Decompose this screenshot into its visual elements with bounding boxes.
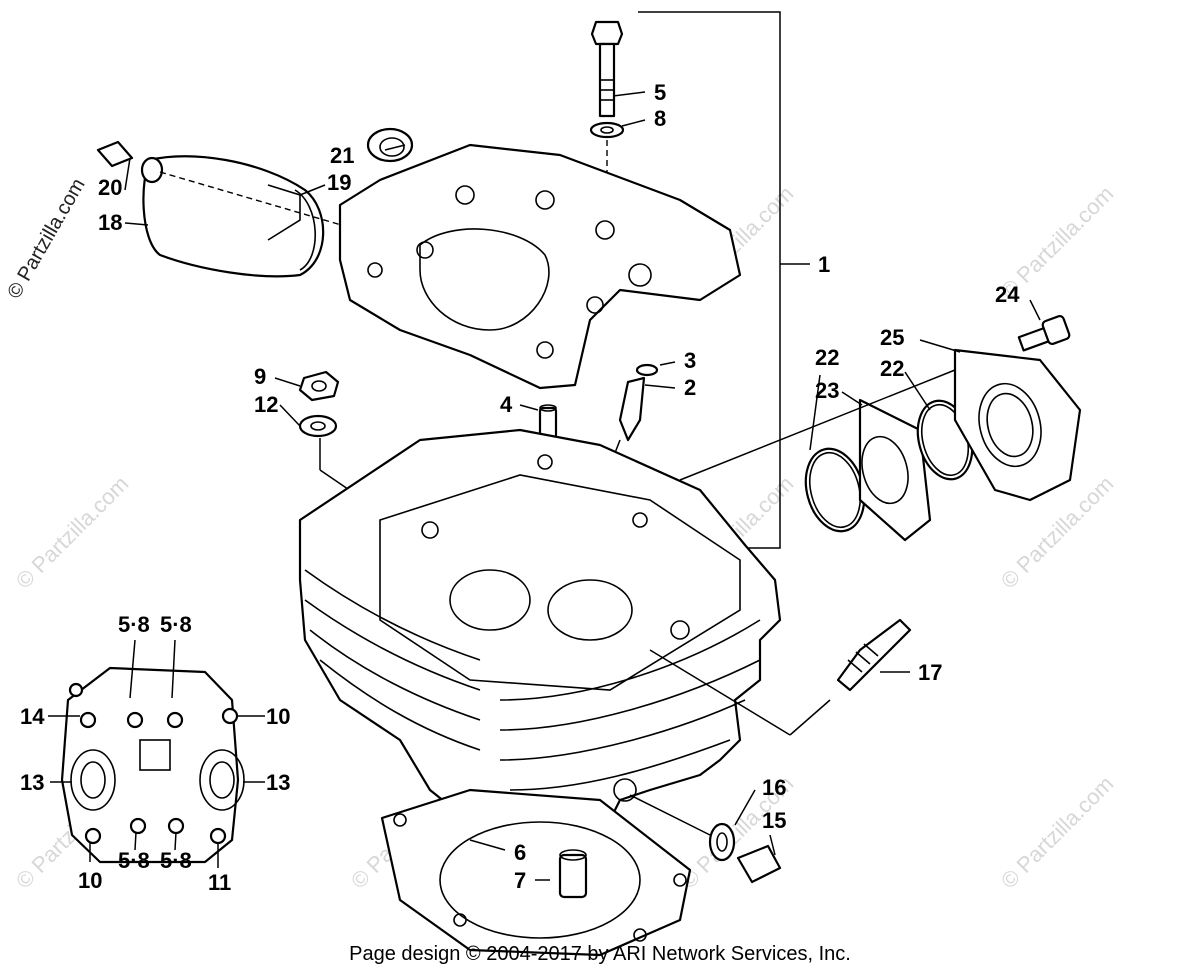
callout-2: 2 [684, 375, 696, 400]
callout-18: 18 [98, 210, 122, 235]
head-cover-part [338, 143, 742, 390]
watermark: © Partzilla.com [11, 471, 134, 594]
callout-4: 4 [500, 392, 513, 417]
cylinder-head-part [298, 428, 782, 862]
callout-16: 16 [762, 775, 786, 800]
callout-6: 6 [514, 840, 526, 865]
callout-17: 17 [918, 660, 942, 685]
callout-7: 7 [514, 868, 526, 893]
callout-24: 24 [995, 282, 1020, 307]
inset-callout-labels: 5·8 5·8 14 10 13 13 5·8 5·8 10 11 [20, 612, 290, 895]
inset-callout-5-8: 5·8 [118, 612, 150, 637]
drain-plug-part [629, 794, 782, 884]
inset-callout-13: 13 [266, 770, 290, 795]
callout-21: 21 [330, 143, 354, 168]
watermark: © Partzilla.com [996, 771, 1119, 894]
callout-12: 12 [254, 392, 278, 417]
inset-callout-14: 14 [20, 704, 45, 729]
spark-plug-part [649, 618, 912, 736]
callout-19: 19 [327, 170, 351, 195]
inset-callout-10: 10 [266, 704, 290, 729]
leader-lines [48, 91, 1041, 881]
inset-callout-5-8: 5·8 [160, 848, 192, 873]
cover-cap-part [96, 140, 421, 278]
callout-23: 23 [815, 378, 839, 403]
gasket-part [380, 788, 692, 957]
copyright-footer: Page design © 2004-2017 by ARI Network S… [349, 943, 851, 965]
callout-25: 25 [880, 325, 904, 350]
callout-labels: 1 5 8 21 19 20 18 9 12 4 3 2 24 25 22 22… [98, 80, 1020, 893]
callout-22: 22 [815, 345, 839, 370]
callout-9: 9 [254, 364, 266, 389]
inset-callout-5-8: 5·8 [160, 612, 192, 637]
dowel-part [538, 404, 558, 440]
callout-22: 22 [880, 356, 904, 381]
inset-callout-11: 11 [208, 870, 231, 895]
callout-1: 1 [818, 252, 830, 277]
callout-15: 15 [762, 808, 786, 833]
inset-head-detail [60, 666, 245, 864]
callout-3: 3 [684, 348, 696, 373]
bolt-24-part [1017, 314, 1071, 352]
callout-8: 8 [654, 106, 666, 131]
side-watermark: © Partzilla.com [3, 175, 89, 303]
callout-20: 20 [98, 175, 122, 200]
callout-5: 5 [654, 80, 666, 105]
inset-callout-5-8: 5·8 [118, 848, 150, 873]
inset-callout-13: 13 [20, 770, 44, 795]
bracket-1 [638, 11, 810, 549]
bolt-part [589, 20, 625, 220]
seal-21-part [366, 127, 414, 163]
inset-callout-10: 10 [78, 868, 102, 893]
intake-parts [679, 348, 1082, 542]
